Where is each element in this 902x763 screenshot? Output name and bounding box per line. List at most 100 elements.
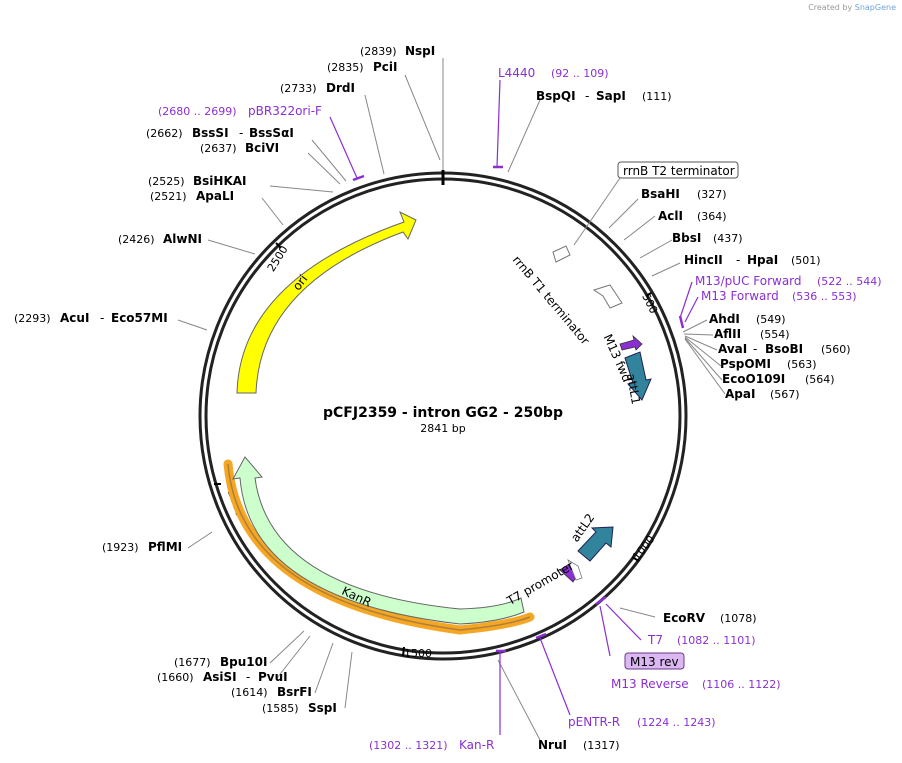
enzyme-nrui-pos: (1317) — [583, 739, 620, 752]
enzyme-pspomi[interactable]: PspOMI — [720, 357, 771, 371]
enzyme-acli-pos: (364) — [697, 210, 727, 223]
enzyme-bcivi[interactable]: BciVI — [245, 141, 279, 155]
enzyme-drdi[interactable]: DrdI — [326, 81, 355, 95]
ori-feature[interactable] — [236, 210, 417, 394]
enzyme-bsihkai[interactable]: BsiHKAI — [193, 174, 247, 188]
enzyme-bsahi-pos: (327) — [697, 188, 727, 201]
primer-pbr322[interactable]: pBR322ori-F — [248, 104, 322, 118]
enzyme-bbsi[interactable]: BbsI — [672, 231, 701, 245]
rrnb-t2-feature[interactable] — [552, 245, 571, 263]
enzyme-bsihkai-pos: (2525) — [148, 175, 185, 188]
enzyme-hincii[interactable]: HincII — [684, 253, 723, 267]
enzyme-hincii-pos: (501) — [791, 254, 821, 267]
enzyme-pcii-pos: (2835) — [327, 61, 364, 74]
t7-promoter-label: T7 promoter — [504, 559, 576, 609]
enzyme-acli[interactable]: AclI — [658, 209, 683, 223]
enzyme-bpu10i-pos: (1677) — [174, 656, 211, 669]
enzyme-bsssai[interactable]: BssSαI — [249, 126, 294, 140]
sep: - — [753, 342, 757, 356]
enzyme-eco57mi[interactable]: Eco57MI — [111, 311, 168, 325]
primer-t7-range: (1082 .. 1101) — [677, 634, 756, 647]
enzyme-alwni[interactable]: AlwNI — [163, 232, 202, 246]
enzyme-bsahi[interactable]: BsaHI — [641, 187, 680, 201]
tick-500-mark — [645, 292, 652, 297]
enzyme-apali[interactable]: ApaLI — [196, 189, 234, 203]
rrnb-t2-leader — [573, 177, 621, 246]
enzyme-nspi-pos: (2839) — [360, 45, 397, 58]
enzyme-avai-pos: (560) — [821, 343, 851, 356]
enzyme-pvui[interactable]: PvuI — [258, 670, 288, 684]
enzyme-pspomi-pos: (563) — [787, 358, 817, 371]
enzyme-sspi-pos: (1585) — [262, 702, 299, 715]
attl1-feature[interactable] — [624, 351, 652, 401]
enzyme-sapi[interactable]: SapI — [596, 89, 626, 103]
enzyme-alwni-pos: (2426) — [118, 233, 155, 246]
enzyme-bpu10i[interactable]: Bpu10I — [220, 655, 267, 669]
enzyme-nrui[interactable]: NruI — [538, 738, 567, 752]
primer-m13puc-range: (522 .. 544) — [817, 275, 882, 288]
enzyme-apai[interactable]: ApaI — [725, 387, 755, 401]
primer-kanr-range: (1302 .. 1321) — [369, 739, 448, 752]
rrnb-t2-label: rrnB T2 terminator — [623, 164, 735, 178]
enzyme-nspi[interactable]: NspI — [405, 44, 435, 58]
primer-l4440[interactable]: L4440 — [498, 66, 535, 80]
attl2-feature[interactable] — [577, 526, 614, 562]
enzyme-bsobi[interactable]: BsoBI — [765, 342, 803, 356]
primer-kanr[interactable]: Kan-R — [459, 738, 494, 752]
enzyme-asisi-pos: (1660) — [157, 671, 194, 684]
enzyme-acui-pos: (2293) — [14, 312, 51, 325]
snapgene-credit: Created by SnapGene — [808, 3, 896, 12]
primer-m13puc[interactable]: M13/pUC Forward — [695, 274, 802, 288]
enzyme-avai[interactable]: AvaI — [718, 342, 747, 356]
m13rev-box — [624, 652, 685, 670]
enzyme-pcii[interactable]: PciI — [373, 60, 398, 74]
attl1-label: attL1 — [624, 372, 643, 405]
sep: - — [246, 670, 250, 684]
enzyme-bbsi-pos: (437) — [713, 232, 743, 245]
enzyme-ecorv[interactable]: EcoRV — [663, 611, 706, 625]
kanr-orf-line — [227, 463, 531, 631]
primer-pentr-range: (1224 .. 1243) — [637, 716, 716, 729]
enzyme-pflmi[interactable]: PflMI — [148, 540, 182, 554]
sep: - — [100, 311, 104, 325]
credit-prefix: Created by — [808, 3, 853, 12]
primer-m13rev[interactable]: M13 rev — [630, 655, 679, 669]
enzyme-aflii-pos: (554) — [760, 328, 790, 341]
enzyme-eco0109i-pos: (564) — [805, 373, 835, 386]
rrnb-t1-label: rrnB T1 terminator — [510, 253, 593, 348]
enzyme-hpai[interactable]: HpaI — [747, 253, 778, 267]
enzyme-bsssi-pos: (2662) — [146, 127, 183, 140]
tick-1500-mark — [402, 646, 405, 657]
enzyme-ahdi[interactable]: AhdI — [709, 312, 740, 326]
enzyme-bcivi-pos: (2637) — [200, 142, 237, 155]
enzyme-aflii[interactable]: AflII — [714, 327, 741, 341]
enzyme-bspqi-pos: (111) — [642, 90, 672, 103]
enzyme-bsrfi[interactable]: BsrFI — [277, 685, 312, 699]
m13-fwd-feature[interactable] — [619, 334, 643, 351]
enzyme-pflmi-pos: (1923) — [102, 541, 139, 554]
primer-leaders — [329, 79, 699, 735]
primer-t7[interactable]: T7 — [647, 633, 663, 647]
rrnb-t1-feature[interactable] — [592, 284, 623, 309]
enzyme-apali-pos: (2521) — [150, 190, 187, 203]
enzyme-bsrfi-pos: (1614) — [231, 686, 268, 699]
sep: - — [585, 89, 589, 103]
primer-pentr[interactable]: pENTR-R — [568, 715, 620, 729]
primer-m13reverse-range: (1106 .. 1122) — [702, 678, 781, 691]
primer-m13reverse[interactable]: M13 Reverse — [611, 677, 689, 691]
primer-m13f[interactable]: M13 Forward — [701, 289, 779, 303]
enzyme-bspqi[interactable]: BspQI — [536, 89, 576, 103]
enzyme-acui[interactable]: AcuI — [60, 311, 89, 325]
enzyme-eco0109i[interactable]: EcoO109I — [722, 372, 785, 386]
enzyme-apai-pos: (567) — [770, 388, 800, 401]
snapgene-brand: SnapGene — [854, 3, 896, 12]
enzyme-sspi[interactable]: SspI — [308, 701, 337, 715]
sep: - — [736, 253, 740, 267]
kanr-feature[interactable] — [232, 456, 525, 625]
plasmid-name: pCFJ2359 - intron GG2 - 250bp — [323, 405, 563, 421]
tick-1000-mark — [631, 556, 640, 562]
enzyme-bsssi[interactable]: BssSI — [192, 126, 229, 140]
t7-promoter-outline — [567, 559, 583, 581]
enzyme-asisi[interactable]: AsiSI — [203, 670, 237, 684]
